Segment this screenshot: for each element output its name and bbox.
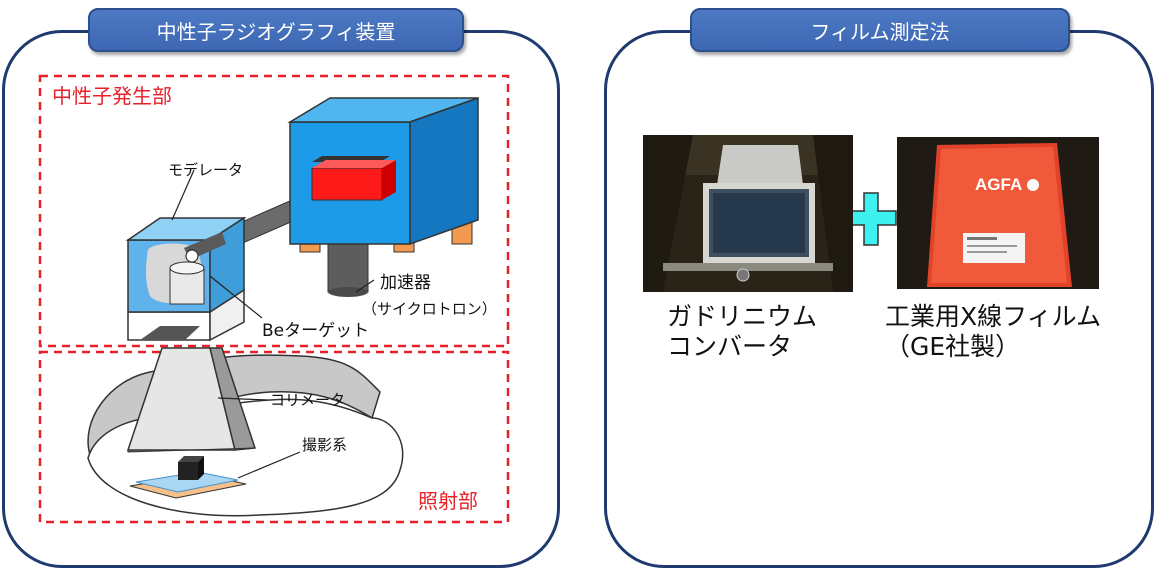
- x-ray-film-photo: AGFA: [897, 137, 1099, 289]
- plus-icon: [845, 192, 897, 246]
- moderator-label: モデレータ: [168, 161, 243, 179]
- accelerator: [287, 96, 479, 297]
- generation-section-label: 中性子発生部: [52, 84, 172, 108]
- generation-section-box: [38, 74, 510, 348]
- moderator: [125, 216, 247, 314]
- film-brand-label: AGFA: [975, 175, 1022, 194]
- film-method-panel: [604, 30, 1154, 568]
- moderator-base: [127, 288, 245, 342]
- irradiation-section-box: [38, 350, 510, 524]
- imaging-system: [129, 456, 247, 499]
- converter-caption-line2: コンバータ: [667, 332, 793, 361]
- film-caption: 工業用X線フィルム （GE社製）: [885, 302, 1101, 362]
- leader-lines: [171, 169, 375, 479]
- accelerator-sublabel: （サイクロトロン）: [362, 300, 497, 318]
- target-label: Beターゲット: [262, 321, 369, 341]
- film-caption-line2: （GE社製）: [885, 332, 1021, 361]
- converter-caption: ガドリニウム コンバータ: [667, 302, 817, 362]
- imaging-label: 撮影系: [302, 436, 347, 454]
- converter-caption-line1: ガドリニウム: [667, 302, 818, 331]
- collimator-label: コリメータ: [270, 391, 345, 409]
- neutron-radiography-title: 中性子ラジオグラフィ装置: [88, 8, 464, 52]
- accelerator-label: 加速器: [380, 273, 431, 293]
- irradiation-section-label: 照射部: [418, 489, 478, 513]
- film-method-title: フィルム測定法: [690, 8, 1070, 52]
- film-caption-line1: 工業用X線フィルム: [885, 302, 1102, 331]
- gadolinium-converter-photo: [643, 135, 853, 292]
